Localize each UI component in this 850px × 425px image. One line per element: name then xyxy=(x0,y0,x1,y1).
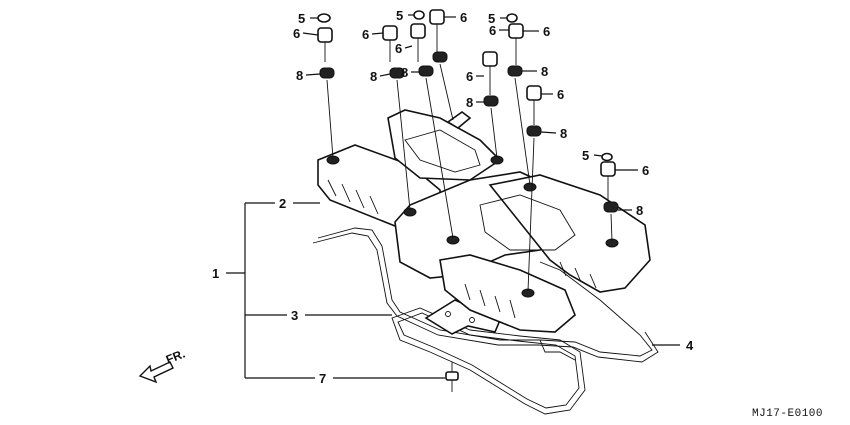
bolt-marker xyxy=(317,9,616,200)
callout-6: 6 xyxy=(642,163,649,178)
callout-6: 6 xyxy=(489,23,496,38)
callout-5: 5 xyxy=(396,8,403,23)
callout-6: 6 xyxy=(362,27,369,42)
callout-leaders xyxy=(226,14,680,379)
callout-8: 8 xyxy=(560,126,567,141)
small-bolt xyxy=(445,362,459,392)
gasket-inner xyxy=(391,307,586,415)
callout-8: 8 xyxy=(636,203,643,218)
callout-6: 6 xyxy=(557,87,564,102)
callout-8: 8 xyxy=(466,95,473,110)
callout-5: 5 xyxy=(298,11,305,26)
callout-8: 8 xyxy=(370,69,377,84)
callout-6: 6 xyxy=(395,41,402,56)
diagram-reference-code: MJ17-E0100 xyxy=(752,408,823,420)
callout-2: 2 xyxy=(279,196,286,211)
callout-4: 4 xyxy=(686,338,694,353)
callout-8: 8 xyxy=(296,68,303,83)
head-cover xyxy=(317,109,651,333)
callout-6: 6 xyxy=(460,10,467,25)
callout-6: 6 xyxy=(543,24,550,39)
callout-labels: 1 2 3 4 7 5 5 5 5 6 6 6 6 6 6 6 6 6 8 8 … xyxy=(212,8,694,386)
front-label: FR. xyxy=(164,347,187,367)
callout-1: 1 xyxy=(212,266,219,281)
callout-5: 5 xyxy=(582,148,589,163)
bolt-holes xyxy=(326,155,619,298)
callout-7: 7 xyxy=(319,371,326,386)
callout-6: 6 xyxy=(293,26,300,41)
callout-8: 8 xyxy=(541,64,548,79)
bracket-plate xyxy=(424,299,502,335)
front-direction-indicator: FR. xyxy=(138,347,187,384)
callout-5: 5 xyxy=(488,11,495,26)
callout-3: 3 xyxy=(291,308,298,323)
front-arrow-icon xyxy=(138,361,174,384)
callout-8: 8 xyxy=(401,65,408,80)
callout-6: 6 xyxy=(466,69,473,84)
